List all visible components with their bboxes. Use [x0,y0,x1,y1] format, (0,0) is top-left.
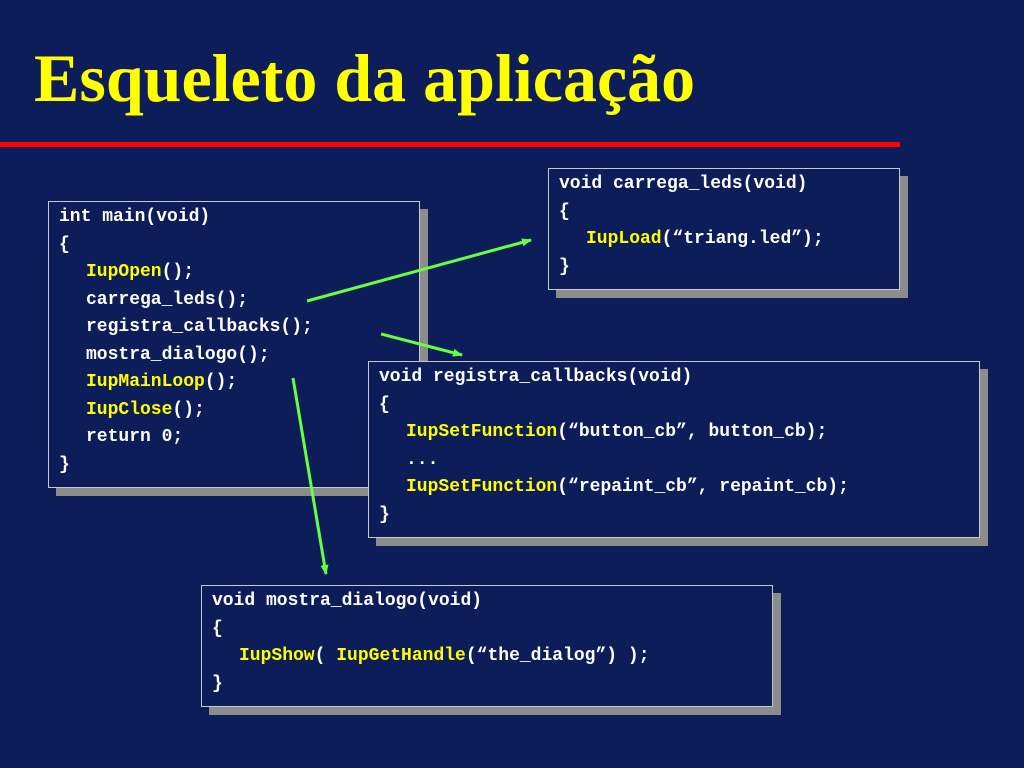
keyword-iupclose: IupClose [86,399,173,420]
code-text: (“the_dialog”) ); [465,646,650,666]
code-text: (); [161,262,195,282]
code-text: ( [314,646,337,666]
code-text: (); [204,372,238,392]
code-line-iupopen: IupOpen(); [59,259,409,287]
code-line-iupload: IupLoad(“triang.led”); [559,226,889,254]
code-line-iupmainloop: IupMainLoop(); [59,369,409,397]
code-line-open-brace: { [379,394,390,415]
code-line-mostra-dialogo: mostra_dialogo(); [86,344,270,365]
code-line-open-brace: { [59,234,70,255]
code-line-callbacks-header: void registra_callbacks(void) [379,367,693,387]
code-line-dialogo-header: void mostra_dialogo(void) [212,591,483,611]
slide-title: Esqueleto da aplicação [34,40,696,116]
code-line-close-brace: } [559,256,570,277]
keyword-iupload: IupLoad [586,229,662,249]
code-line-ellipsis: ... [406,449,439,470]
code-line-iupshow: IupShow( IupGetHandle(“the_dialog”) ); [212,643,762,671]
keyword-iupopen: IupOpen [86,262,162,282]
code-line-close-brace: } [379,504,390,525]
code-line-close-brace: } [59,454,70,475]
code-text: (“repaint_cb”, repaint_cb); [557,477,849,497]
code-text: (“button_cb”, button_cb); [557,422,828,442]
code-line-close-brace: } [212,673,223,694]
code-line-registra-callbacks: registra_callbacks(); [86,317,313,337]
keyword-iupsetfunction: IupSetFunction [406,422,558,442]
keyword-iupshow: IupShow [239,646,315,666]
code-line-main-header: int main(void) [59,207,211,227]
code-line-return: return 0; [86,427,184,447]
code-text: (); [172,399,205,420]
code-box-registra-callbacks: void registra_callbacks(void) { IupSetFu… [368,361,980,538]
keyword-iupgethandle: IupGetHandle [336,646,466,666]
code-line-carrega-leds: carrega_leds(); [86,289,249,310]
code-line-setfunction-repaint: IupSetFunction(“repaint_cb”, repaint_cb)… [379,474,969,502]
title-underline [0,142,900,147]
code-line-open-brace: { [212,618,223,639]
code-box-main: int main(void) { IupOpen(); carrega_leds… [48,201,420,488]
keyword-iupsetfunction: IupSetFunction [406,477,558,497]
code-line-open-brace: { [559,201,570,222]
code-line-iupclose: IupClose(); [59,397,409,425]
keyword-iupmainloop: IupMainLoop [86,372,205,392]
code-line-leds-header: void carrega_leds(void) [559,174,808,194]
code-line-setfunction-button: IupSetFunction(“button_cb”, button_cb); [379,419,969,447]
code-text: (“triang.led”); [661,229,824,249]
code-box-mostra-dialogo: void mostra_dialogo(void) { IupShow( Iup… [201,585,773,707]
code-box-carrega-leds: void carrega_leds(void) { IupLoad(“trian… [548,168,900,290]
